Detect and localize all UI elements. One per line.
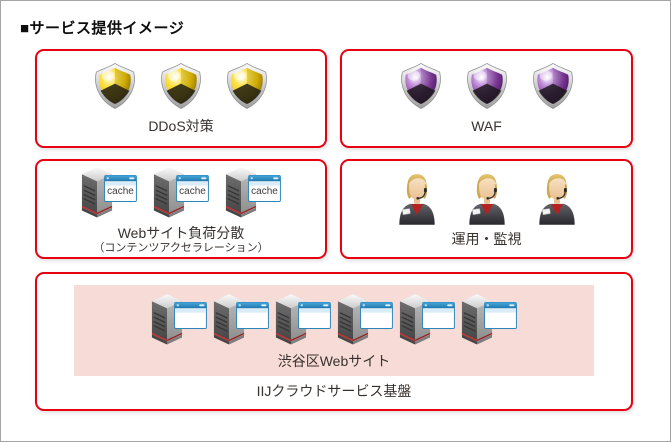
load-balancing-sublabel: （コンテンツアクセラレーション） <box>93 242 269 254</box>
website-group: 渋谷区Webサイト <box>74 285 594 376</box>
diagram-title: ■サービス提供イメージ <box>20 20 185 37</box>
browser-window-icon <box>174 302 207 329</box>
shield-yellow-icon <box>158 62 204 110</box>
cloud-platform-label: IIJクラウドサービス基盤 <box>256 383 412 399</box>
shield-purple-icon <box>530 62 576 110</box>
cache-server-icon: cache <box>81 165 137 223</box>
browser-window-icon <box>298 302 331 329</box>
cache-window-label: cache <box>179 186 206 197</box>
web-server-icon <box>337 292 393 350</box>
ddos-label: DDoS対策 <box>148 118 214 134</box>
load-balancing-box: cache cache cache Webサイト負荷分散 （コンテンツアクセラレ… <box>35 159 327 259</box>
browser-window-icon <box>422 302 455 329</box>
waf-icon-row <box>398 62 576 110</box>
web-server-icon <box>151 292 207 350</box>
browser-window-icon <box>236 302 269 329</box>
monitoring-box: 運用・監視 <box>340 159 633 259</box>
cache-server-icon: cache <box>153 165 209 223</box>
load-balancing-label: Webサイト負荷分散 <box>117 225 245 241</box>
operator-icon <box>536 170 578 226</box>
waf-box: WAF <box>340 49 633 148</box>
cache-server-icon: cache <box>225 165 281 223</box>
shield-yellow-icon <box>92 62 138 110</box>
load-balancing-icon-row: cache cache cache <box>81 165 281 223</box>
cloud-platform-box: 渋谷区Webサイト IIJクラウドサービス基盤 <box>35 272 633 411</box>
cache-window-label: cache <box>251 186 278 197</box>
operator-icon <box>396 170 438 226</box>
web-server-icon <box>213 292 269 350</box>
cache-window-label: cache <box>107 186 134 197</box>
shield-purple-icon <box>398 62 444 110</box>
waf-label: WAF <box>471 118 502 134</box>
web-server-icon <box>399 292 455 350</box>
website-icon-row <box>151 292 517 350</box>
monitoring-label: 運用・監視 <box>451 231 522 247</box>
browser-window-icon <box>484 302 517 329</box>
operator-icon <box>466 170 508 226</box>
shield-purple-icon <box>464 62 510 110</box>
ddos-icon-row <box>92 62 270 110</box>
web-server-icon <box>461 292 517 350</box>
shield-yellow-icon <box>224 62 270 110</box>
ddos-box: DDoS対策 <box>35 49 327 148</box>
browser-window-icon <box>360 302 393 329</box>
web-server-icon <box>275 292 331 350</box>
website-group-label: 渋谷区Webサイト <box>277 353 391 369</box>
monitoring-icon-row <box>396 170 578 226</box>
